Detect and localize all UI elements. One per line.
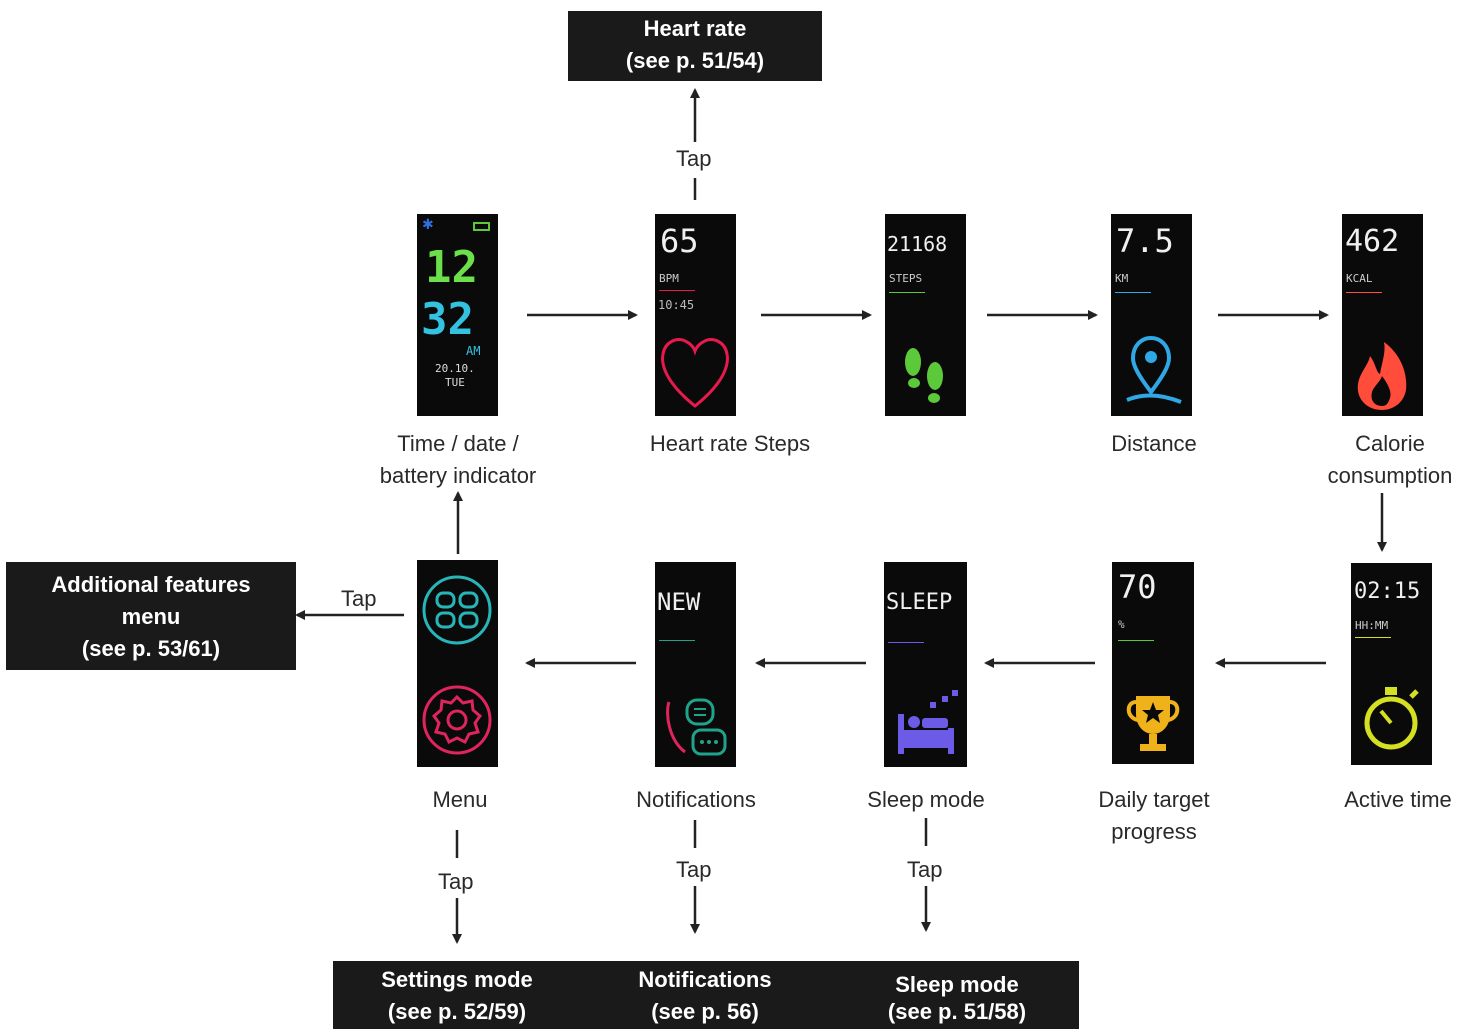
distance-value: 7.5 [1116, 222, 1174, 260]
heart-rate-box: Heart rate (see p. 51/54) [568, 11, 822, 81]
calorie-unit: KCAL [1346, 272, 1373, 285]
bluetooth-icon: ✱ [422, 216, 434, 232]
trophy-icon [1126, 696, 1180, 751]
notifications-mode-label: Notifications (see p. 56) [638, 967, 772, 1024]
settings-mode-label: Settings mode (see p. 52/59) [381, 967, 533, 1024]
bed-icon [898, 690, 958, 754]
daily-target-screen: 70 % [1112, 562, 1194, 764]
tap-label-sleep-down: Tap [907, 857, 943, 882]
flame-icon [1357, 342, 1407, 410]
active-value: 02:15 [1354, 579, 1421, 604]
tap-label-menu-down: Tap [438, 869, 474, 894]
menu-caption: Menu [432, 787, 488, 812]
time-minute: 32 [421, 294, 474, 345]
time-screen: ✱ 12 32 AM 20.10. TUE [417, 214, 498, 416]
settings-gear-icon [422, 685, 492, 755]
active-time-caption: Active time [1344, 787, 1452, 812]
chat-bubbles-icon [666, 698, 727, 756]
heart-caption: Heart rate Steps [649, 431, 811, 456]
sleep-caption: Sleep mode [867, 787, 985, 812]
notif-value: NEW [657, 588, 701, 616]
heart-value: 65 [660, 222, 699, 260]
active-unit: HH:MM [1355, 619, 1389, 632]
bottom-modes-box: Settings mode (see p. 52/59) Notificatio… [333, 961, 1079, 1029]
tap-label-notif-down: Tap [676, 857, 712, 882]
distance-caption: Distance [1111, 431, 1197, 456]
heart-unit: BPM [659, 272, 679, 285]
heart-time: 10:45 [658, 298, 695, 312]
steps-value: 21168 [887, 232, 948, 256]
sleep-value: SLEEP [886, 590, 953, 615]
location-pin-icon [1126, 335, 1182, 404]
additional-features-box: Additional features menu (see p. 53/61) [6, 562, 296, 670]
calorie-caption: Calorie consumption [1327, 431, 1453, 488]
stopwatch-icon [1364, 687, 1419, 750]
sleep-mode-label: Sleep mode (see p. 51/58) [887, 972, 1027, 1024]
target-value: 70 [1118, 568, 1157, 606]
notifications-screen: NEW [655, 562, 736, 767]
target-unit: % [1118, 618, 1125, 631]
calorie-screen: 462 KCAL [1342, 214, 1423, 416]
steps-screen: 21168 STEPS [885, 214, 966, 416]
calorie-value: 462 [1345, 224, 1400, 259]
active-time-screen: 02:15 HH:MM [1351, 563, 1432, 765]
footsteps-icon [905, 348, 943, 403]
tap-label-heart: Tap [676, 146, 712, 171]
sleep-screen: SLEEP [884, 562, 967, 767]
time-date: 20.10. [435, 362, 475, 375]
menu-screen [417, 560, 498, 767]
heart-rate-screen: 65 BPM 10:45 [655, 214, 736, 416]
notifications-caption: Notifications [636, 787, 756, 812]
time-day: TUE [445, 376, 465, 389]
distance-screen: 7.5 KM [1111, 214, 1192, 416]
time-hour: 12 [425, 242, 478, 293]
battery-icon [473, 222, 490, 231]
time-caption: Time / date / battery indicator [379, 431, 537, 488]
apps-grid-icon [422, 575, 492, 645]
daily-target-caption: Daily target progress [1098, 787, 1210, 844]
steps-unit: STEPS [889, 272, 923, 285]
distance-unit: KM [1115, 272, 1129, 285]
heart-icon [661, 338, 729, 408]
tap-label-menu-left: Tap [341, 586, 377, 611]
time-ampm: AM [466, 344, 481, 358]
